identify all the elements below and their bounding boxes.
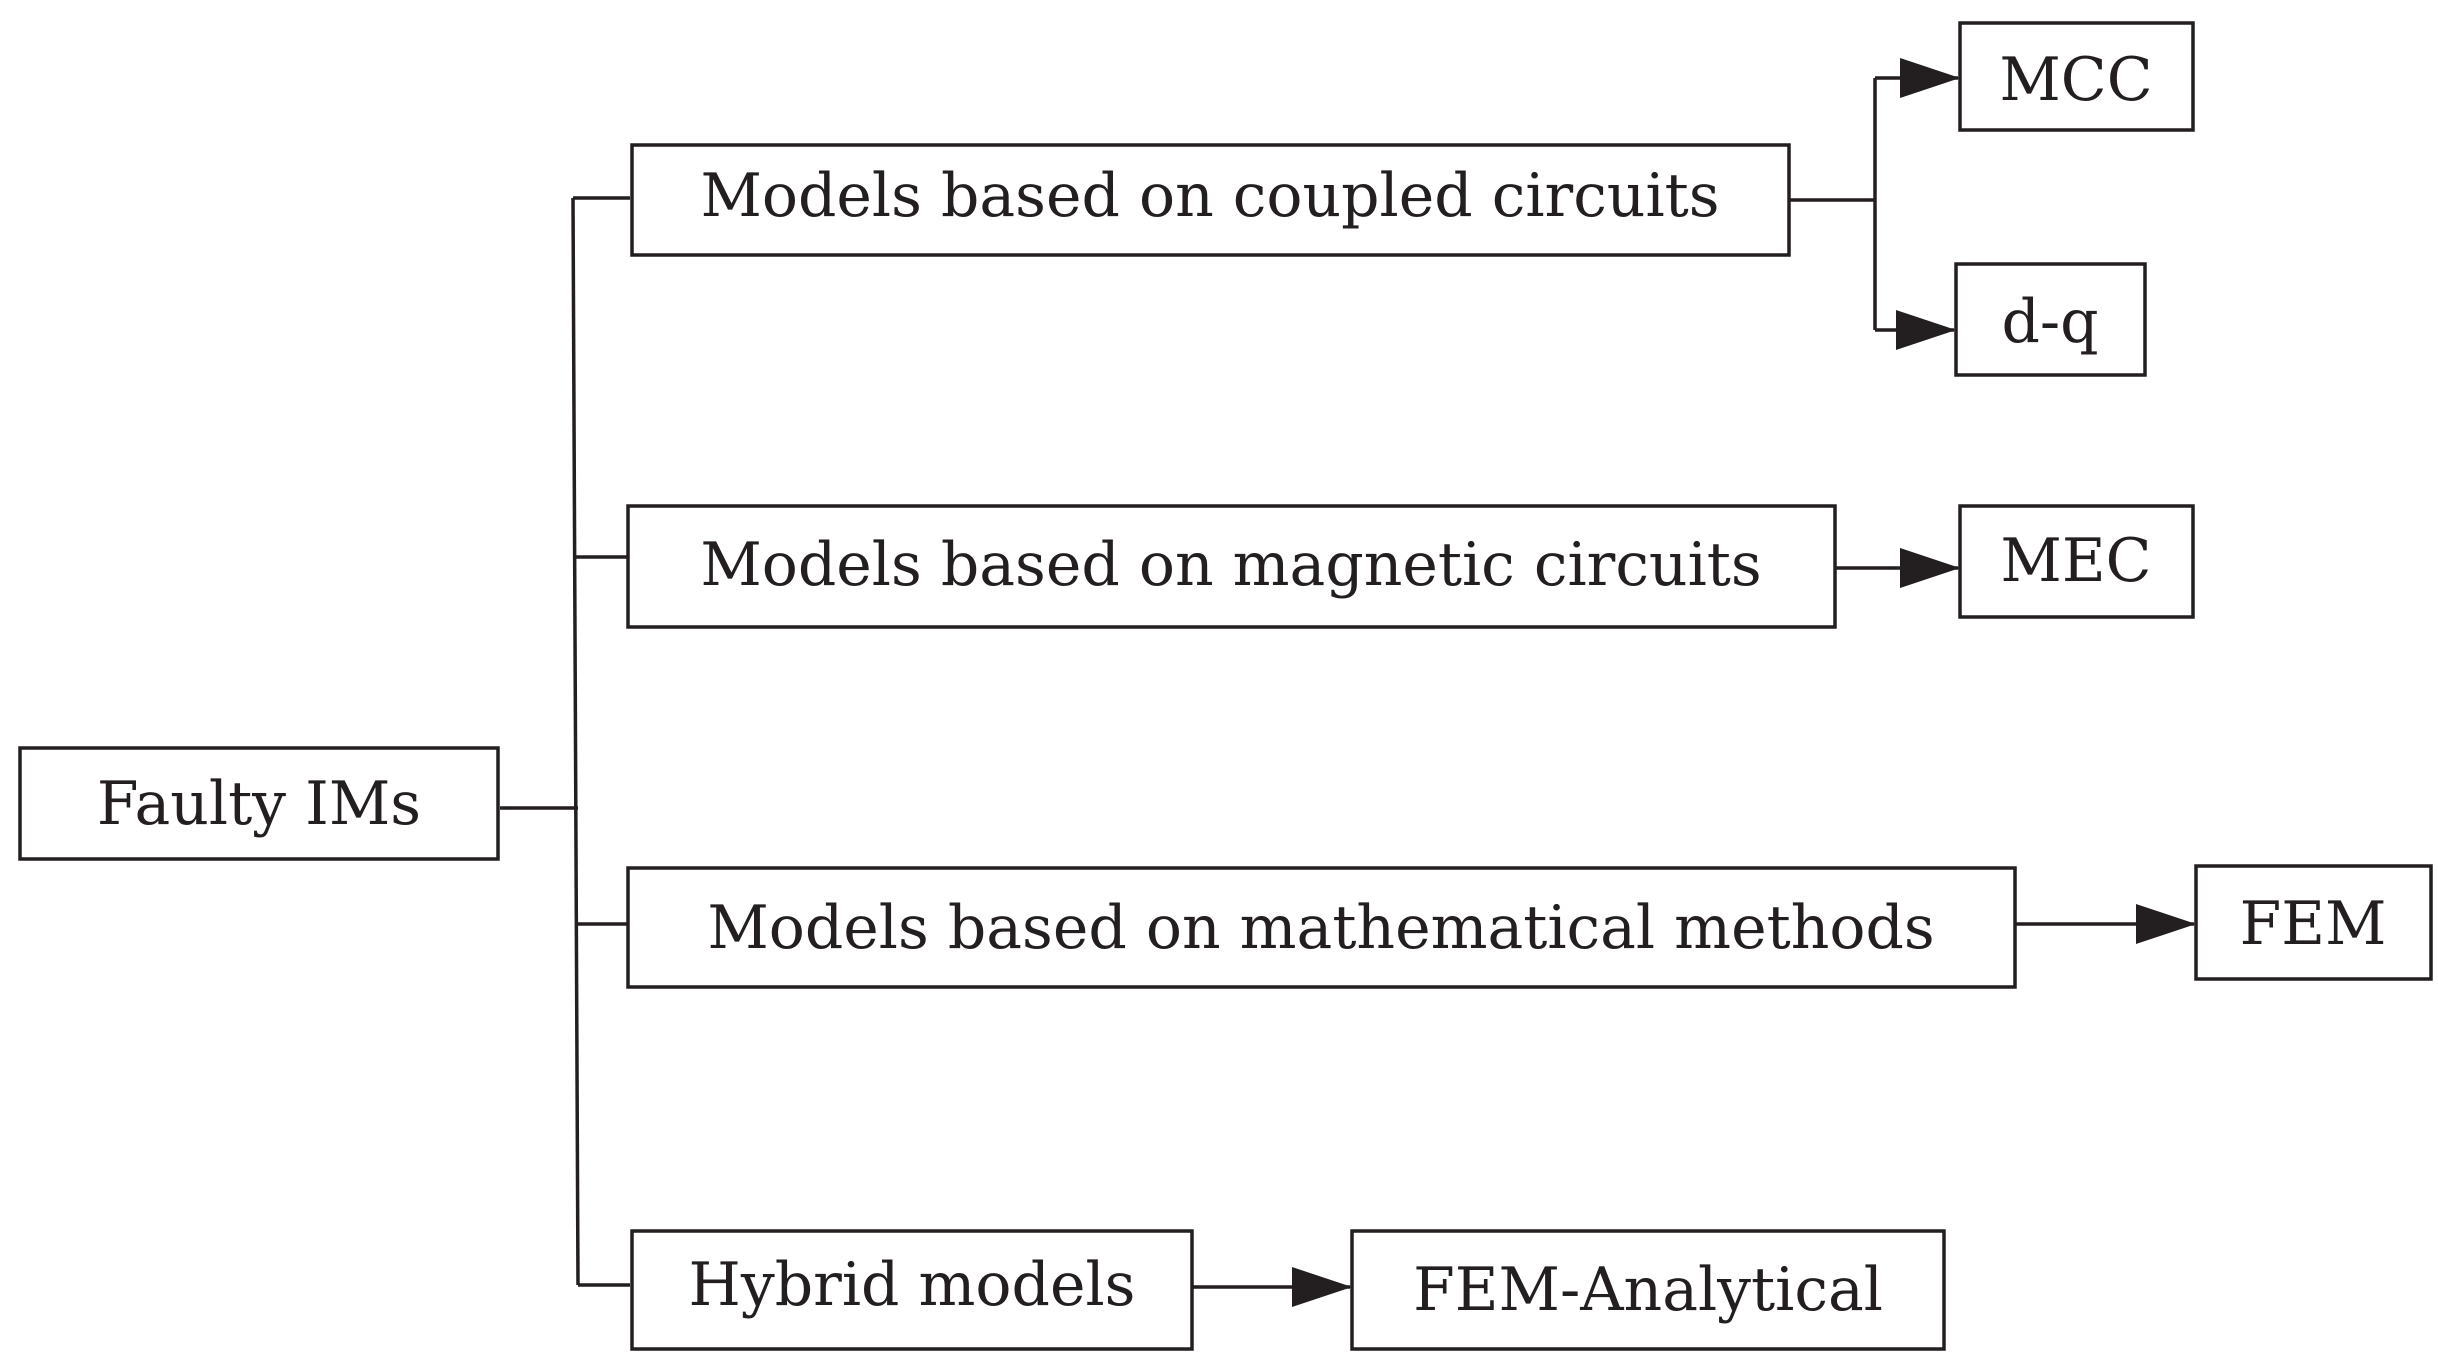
category-node-label: Hybrid models (689, 1250, 1136, 1320)
coupled-split-line (1789, 78, 1877, 330)
category-node-magnetic-circuits: Models based on magnetic circuits (626, 504, 1837, 629)
method-node-mcc: MCC (1958, 21, 2195, 132)
category-node-label: Models based on coupled circuits (700, 161, 1719, 231)
method-node-label: d-q (2001, 287, 2098, 357)
method-node-label: MEC (2000, 526, 2151, 596)
category-node-mathematical-methods: Models based on mathematical methods (626, 866, 2017, 989)
category-node-label: Models based on magnetic circuits (700, 530, 1761, 600)
category-node-hybrid-models: Hybrid models (630, 1229, 1194, 1351)
root-node-label: Faulty IMs (97, 769, 421, 839)
method-node-fem: FEM (2194, 864, 2433, 981)
method-node-mec: MEC (1958, 504, 2195, 619)
root-node: Faulty IMs (18, 746, 500, 861)
method-node-label: MCC (1999, 45, 2152, 115)
method-node-label: FEM (2240, 889, 2387, 959)
trunk-line (571, 197, 580, 1286)
method-node-dq: d-q (1954, 262, 2147, 377)
method-node-label: FEM-Analytical (1413, 1255, 1883, 1325)
method-node-fem-analytical: FEM-Analytical (1350, 1229, 1946, 1351)
root-connectors (500, 196, 630, 1287)
category-node-coupled-circuits: Models based on coupled circuits (630, 143, 1791, 257)
category-node-label: Models based on mathematical methods (707, 893, 1934, 963)
method-arrows (1193, 58, 2196, 1307)
